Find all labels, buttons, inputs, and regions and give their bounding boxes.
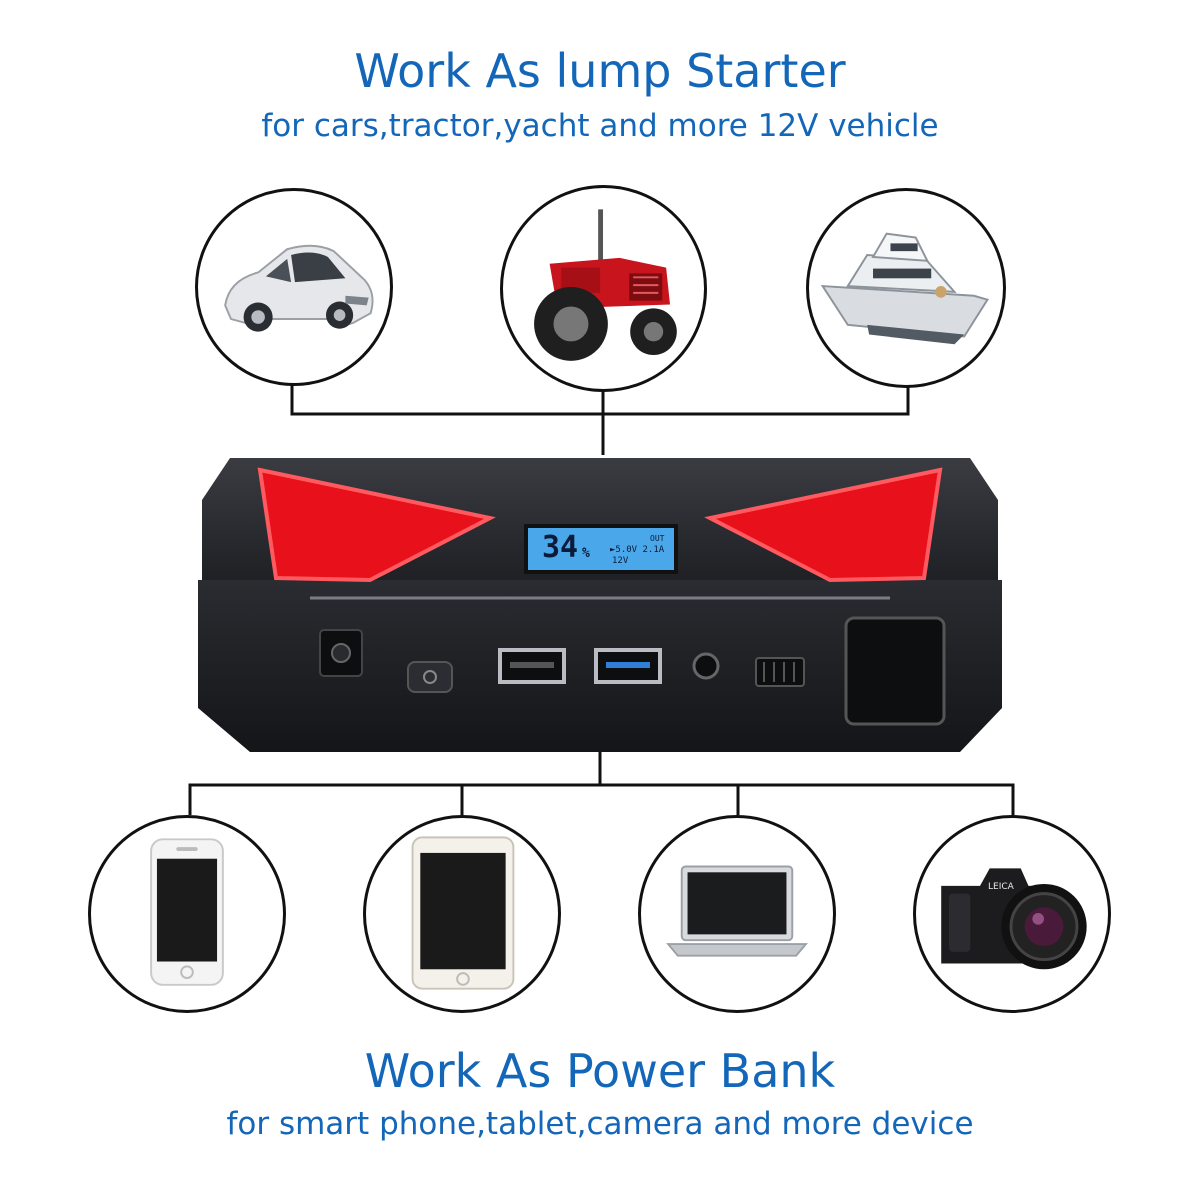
lcd-out-label: OUT — [650, 534, 665, 543]
slide-switch — [755, 657, 805, 687]
subtitle-power-bank: for smart phone,tablet,camera and more d… — [226, 1106, 974, 1142]
left-red-wing — [257, 467, 496, 583]
lcd-volt-label: 12V — [612, 556, 629, 566]
vehicle-circle-tractor — [500, 185, 707, 392]
device-circle-phone — [88, 815, 286, 1013]
device-circle-tablet — [363, 815, 561, 1013]
device-circle-laptop — [638, 815, 836, 1013]
jump-starter-device — [198, 458, 1002, 752]
yacht-icon — [820, 232, 989, 345]
lcd-percent-sign: % — [582, 546, 590, 561]
subtitle-jump-starter: for cars,tractor,yacht and more 12V vehi… — [261, 108, 939, 144]
clamp-port-cover — [844, 616, 946, 726]
title-power-bank: Work As Power Bank — [364, 1044, 836, 1098]
tablet-icon — [411, 836, 515, 990]
aux-port — [692, 652, 720, 680]
laptop-icon — [666, 865, 808, 957]
title-jump-starter: Work As lump Starter — [354, 44, 846, 98]
lcd-screen — [524, 524, 678, 574]
smartphone-icon — [150, 838, 224, 986]
right-red-wing — [704, 467, 943, 583]
power-button — [407, 661, 453, 693]
lcd-usb-reading: ►5.0V 2.1A — [610, 545, 665, 555]
lcd-percent: 34 — [542, 530, 579, 565]
camera-icon — [941, 868, 1087, 970]
device-circle-camera: LEICA — [913, 815, 1111, 1013]
tractor-icon — [534, 209, 677, 361]
camera-brand-label: LEICA — [988, 882, 1014, 892]
vehicle-circle-yacht — [806, 188, 1006, 388]
vehicle-circle-car — [195, 188, 393, 386]
sports-car-icon — [224, 244, 374, 332]
